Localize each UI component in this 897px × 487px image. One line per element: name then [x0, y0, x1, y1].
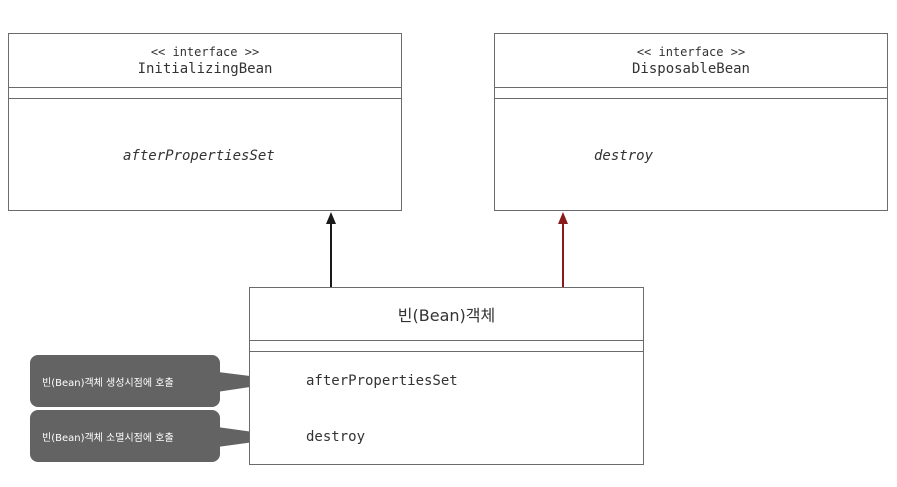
- realization-arrow-initializing-head: [326, 212, 336, 224]
- class-name: 빈(Bean)객체: [397, 306, 496, 325]
- disposable-bean-header: << interface >> DisposableBean: [495, 34, 887, 88]
- bean-method-after-properties-set: afterPropertiesSet: [306, 373, 458, 389]
- bean-method-destroy: destroy: [306, 429, 366, 445]
- bean-object-header: 빈(Bean)객체: [250, 288, 643, 341]
- callout-text: 빈(Bean)객체 소멸시점에 호출: [42, 432, 174, 444]
- initializing-bean-class-box: << interface >> InitializingBean afterPr…: [8, 33, 402, 211]
- bean-object-class-box: 빈(Bean)객체 afterPropertiesSet destroy: [249, 287, 644, 465]
- class-name: InitializingBean: [137, 60, 273, 77]
- initializing-bean-header: << interface >> InitializingBean: [9, 34, 401, 88]
- initializing-bean-method: afterPropertiesSet: [123, 148, 275, 164]
- realization-arrow-disposable-head: [558, 212, 568, 224]
- stereotype-label: << interface >>: [636, 44, 746, 59]
- initializing-bean-attributes: [9, 89, 401, 99]
- disposable-bean-attributes: [495, 89, 887, 99]
- callout-text: 빈(Bean)객체 생성시점에 호출: [42, 377, 174, 389]
- stereotype-label: << interface >>: [150, 44, 260, 59]
- disposable-bean-method: destroy: [594, 148, 654, 164]
- disposable-bean-class-box: << interface >> DisposableBean destroy: [494, 33, 888, 211]
- class-name: DisposableBean: [631, 60, 750, 77]
- callout-destroy-time: 빈(Bean)객체 소멸시점에 호출: [30, 410, 220, 462]
- bean-object-attributes: [250, 342, 643, 352]
- callout-create-time: 빈(Bean)객체 생성시점에 호출: [30, 355, 220, 407]
